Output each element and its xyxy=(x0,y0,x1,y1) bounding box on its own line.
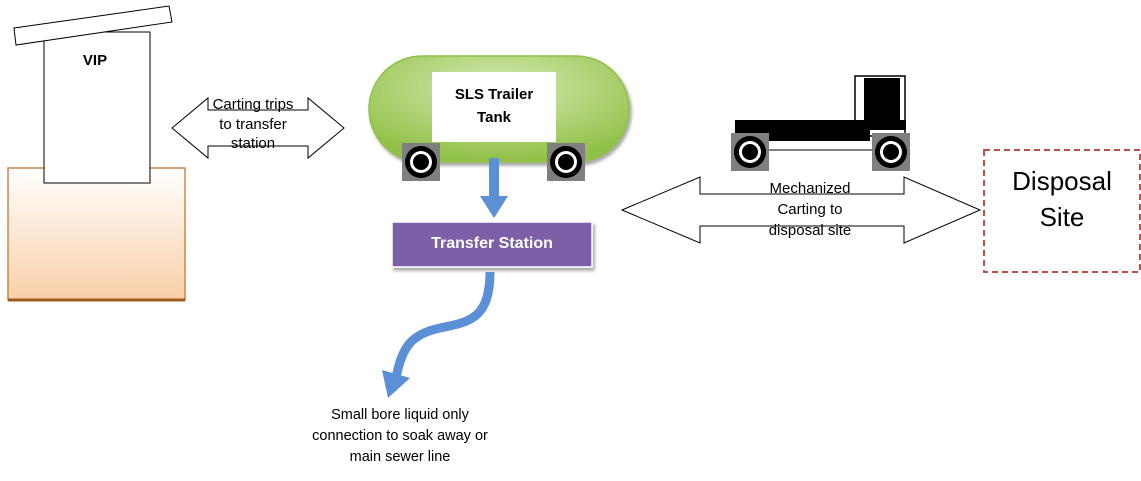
mechanized-carting-label: Mechanized Carting to disposal site xyxy=(768,180,852,239)
small-bore-label: Small bore liquid only connection to soa… xyxy=(312,407,488,466)
pit xyxy=(7,167,186,301)
roof xyxy=(13,5,173,46)
truck-wheel-left xyxy=(731,133,769,171)
truck-bed xyxy=(735,120,906,141)
superstructure xyxy=(43,31,151,184)
truck-wheel-right xyxy=(872,133,910,171)
liquid-outflow-arrowhead xyxy=(382,370,410,398)
sls-trailer-tank xyxy=(368,55,630,181)
truck-cab-window xyxy=(864,78,900,122)
tank-wheel-right xyxy=(547,143,585,181)
carting-trips-label: Carting trips to transfer station xyxy=(212,96,294,152)
tank-label: SLS Trailer Tank xyxy=(454,86,534,126)
truck xyxy=(731,75,910,171)
vip-label: VIP xyxy=(82,52,108,69)
disposal-site-box xyxy=(983,149,1141,273)
transfer-station-box xyxy=(391,221,593,268)
mechanized-carting-arrow xyxy=(620,176,982,244)
carting-trips-arrow xyxy=(171,96,345,160)
vip-latrine xyxy=(7,5,186,302)
tank-wheel-left xyxy=(402,143,440,181)
transfer-station-label: Transfer Station xyxy=(431,235,553,252)
tank-label-box xyxy=(432,72,556,142)
disposal-site-label: Disposal Site xyxy=(1012,166,1112,233)
liquid-outflow-arrow xyxy=(391,271,495,379)
discharge-arrow xyxy=(480,158,508,218)
